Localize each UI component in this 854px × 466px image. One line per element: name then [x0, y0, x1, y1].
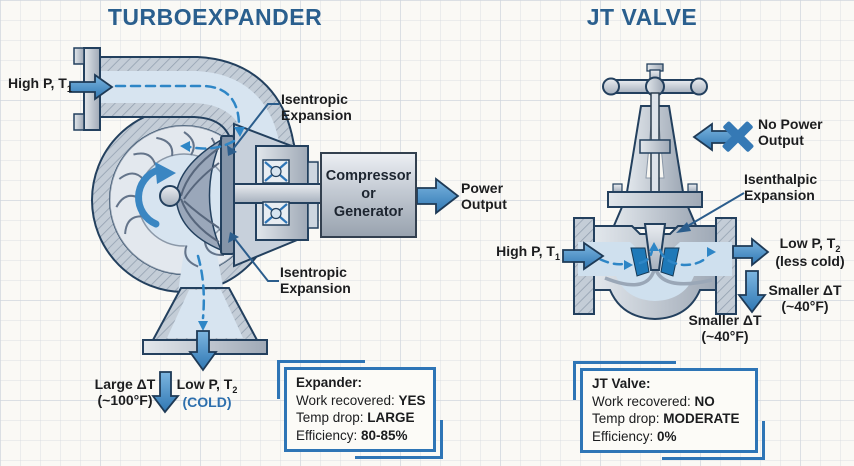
- turbo-outlet-arrow-icon: [188, 330, 218, 372]
- jt-row-temp: Temp drop: MODERATE: [592, 411, 740, 427]
- jt-row-efficiency: Efficiency: 0%: [592, 428, 677, 444]
- turboexpander-title: TURBOEXPANDER: [107, 4, 323, 30]
- expander-row-efficiency: Efficiency: 80-85%: [296, 427, 408, 443]
- bonnet-flange: [607, 191, 703, 208]
- turbine-rotor: [159, 135, 235, 255]
- rotation-arrow-icon: [135, 162, 176, 228]
- jt-valve-summary-box: JT Valve: Work recovered: NO Temp drop: …: [573, 361, 765, 461]
- jt-box-title: JT Valve:: [592, 376, 651, 391]
- inlet-flange-tab-bottom: [73, 113, 85, 131]
- bearing-upper-icon: [262, 159, 290, 184]
- bonnet-stud-right: [687, 183, 698, 193]
- inlet-flange-tab-top: [73, 47, 85, 65]
- expander-row-work: Work recovered: YES: [296, 392, 426, 408]
- jt-valve-drawing: [562, 63, 770, 321]
- turbo-inlet-label: High P, T1: [8, 75, 72, 94]
- large-dt-arrow-icon: [151, 371, 180, 414]
- smaller-dt-label-bottom: Smaller ΔT(~40°F): [688, 312, 762, 344]
- bearing-lower-icon: [262, 201, 290, 226]
- shaft: [225, 183, 327, 204]
- expander-box-title: Expander:: [296, 375, 363, 390]
- handwheel: [602, 63, 708, 97]
- jt-outlet-arrow-icon: [732, 237, 770, 267]
- jt-row-work: Work recovered: NO: [592, 393, 715, 409]
- jt-outlet-label: Low P, T2 (less cold): [775, 235, 845, 269]
- jt-flow-arrowheads: [624, 242, 716, 270]
- jt-inlet-arrow-icon: [562, 241, 605, 271]
- expander-row-temp: Temp drop: LARGE: [296, 410, 415, 426]
- turbo-flow-dashes: [114, 84, 241, 320]
- isenthalpic-leader: [685, 192, 745, 228]
- jt-valve-title: JT VALVE: [586, 4, 698, 30]
- turbo-inlet-arrow-icon: [69, 73, 114, 101]
- power-output-arrow-icon: [416, 177, 460, 215]
- isenthalpic-leader-arrowhead: [676, 222, 691, 233]
- no-power-x-icon: [722, 121, 754, 152]
- stem-nut: [639, 139, 671, 154]
- expander-summary-box: Expander: Work recovered: YES Temp drop:…: [277, 360, 443, 460]
- isentropic-leader-arrowheads: [227, 145, 239, 243]
- smaller-dt-arrow-icon: [737, 270, 767, 314]
- turboexpander-drawing: [69, 47, 460, 414]
- bonnet-stud-left: [612, 183, 623, 193]
- turbo-flow-arrowheads: [180, 127, 245, 331]
- smaller-dt-label-right: Smaller ΔT(~40°F): [768, 282, 842, 314]
- large-dt-label: Large ΔT(~100°F): [94, 376, 156, 408]
- outlet-cone-bore: [167, 290, 243, 338]
- jt-inlet-label: High P, T1: [496, 243, 560, 262]
- isentropic-leaders: [232, 103, 279, 282]
- turbo-outlet-label: Low P, T2 (COLD): [176, 376, 238, 410]
